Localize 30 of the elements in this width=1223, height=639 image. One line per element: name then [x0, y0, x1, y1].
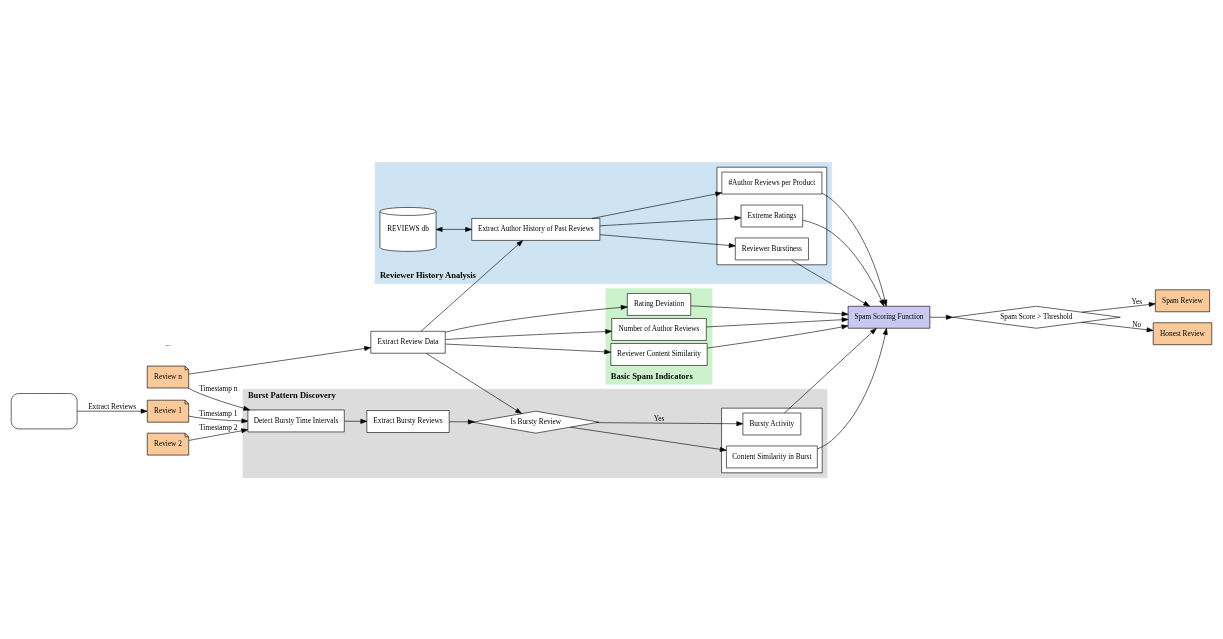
arrow	[435, 226, 472, 232]
arrow	[445, 343, 611, 354]
arrow	[1081, 301, 1156, 312]
arrow	[188, 415, 249, 423]
arrow	[1081, 321, 1154, 332]
arrow	[448, 418, 475, 424]
arrow	[690, 305, 849, 316]
arrow	[445, 328, 613, 340]
arrow	[445, 304, 628, 332]
arrow	[187, 387, 251, 411]
arrow	[570, 426, 727, 452]
arrow	[802, 219, 885, 306]
arrow	[344, 418, 368, 424]
arrow	[599, 233, 736, 248]
arrow	[784, 327, 877, 413]
arrow	[706, 316, 849, 327]
arrow	[188, 427, 249, 441]
arrow	[425, 352, 522, 414]
node-box	[10, 392, 78, 429]
arrow	[591, 191, 723, 219]
arrow	[817, 327, 888, 449]
arrow	[707, 324, 849, 348]
arrow	[929, 314, 953, 320]
arrow	[188, 345, 371, 374]
arrow	[596, 420, 744, 426]
arrow	[420, 239, 524, 332]
arrow	[76, 408, 148, 414]
arrow	[821, 192, 888, 306]
arrow	[599, 215, 742, 226]
arrow	[791, 259, 870, 307]
